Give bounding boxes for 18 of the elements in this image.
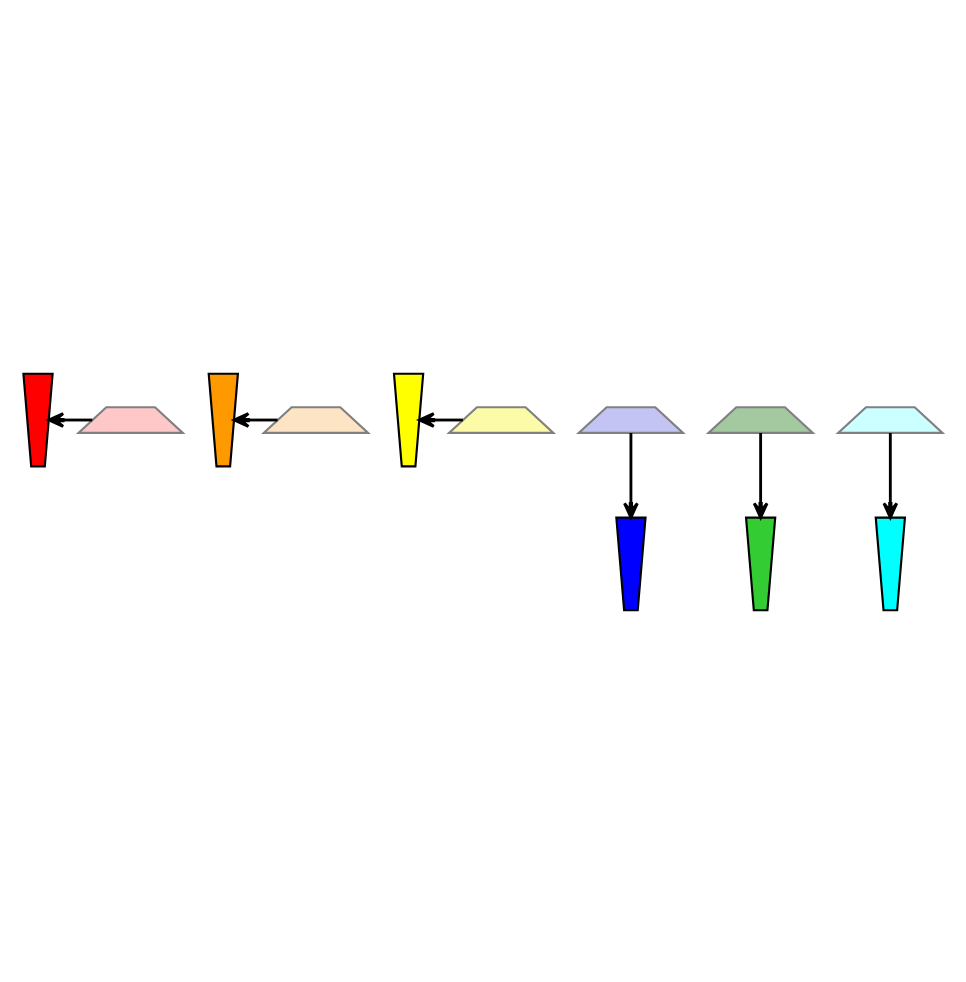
arrow (418, 411, 463, 427)
node-kite (744, 515, 777, 611)
node-kite (576, 405, 686, 433)
node-kite (835, 405, 946, 433)
arrow (47, 411, 93, 427)
arrow (882, 432, 899, 518)
node-kite (392, 371, 425, 467)
arrow (752, 432, 769, 518)
node-kite (874, 515, 907, 611)
node-kite (615, 515, 647, 611)
node-kite (446, 405, 557, 433)
node-kite (705, 405, 816, 433)
arrow (232, 411, 278, 427)
node-kite (207, 371, 240, 467)
node-kite (75, 405, 186, 433)
node-kite (261, 405, 371, 433)
node-kite (22, 371, 54, 467)
arrow (623, 432, 639, 518)
